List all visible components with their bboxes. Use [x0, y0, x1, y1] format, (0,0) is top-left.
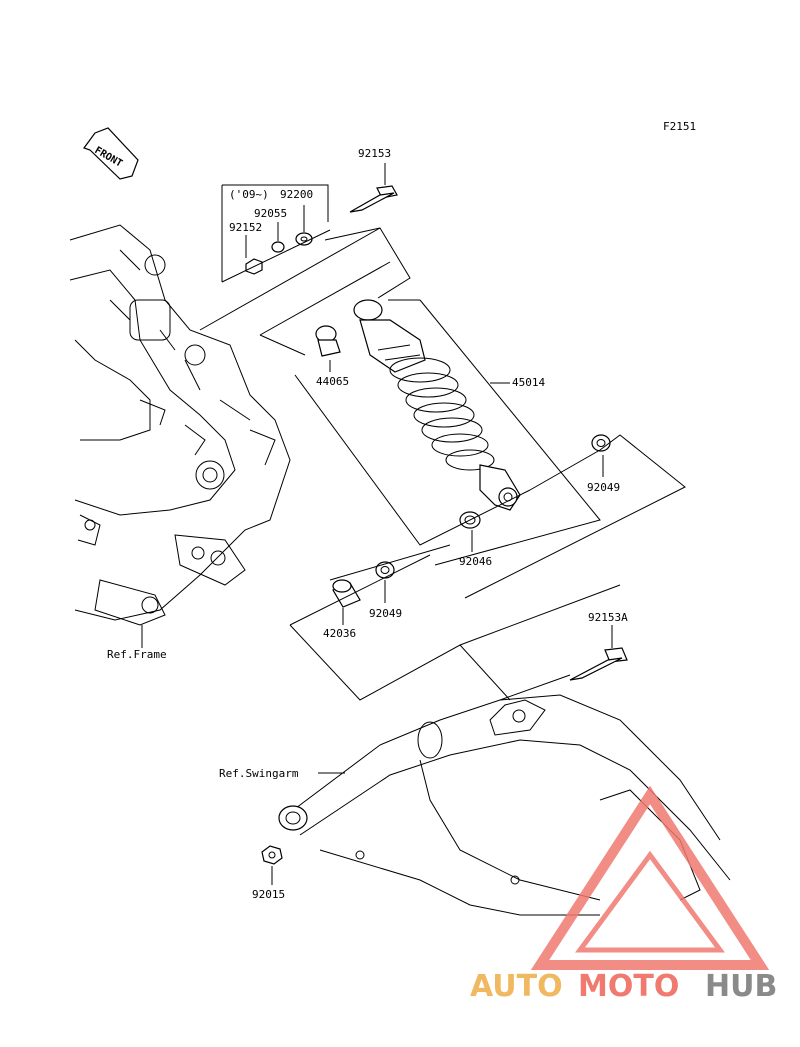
- leader-lines: [199, 163, 686, 885]
- watermark-moto: MOTO: [578, 969, 679, 1004]
- nut-92015: [261, 845, 283, 865]
- label-92046: 92046: [459, 555, 492, 568]
- front-arrow-icon: FRONT: [83, 127, 139, 180]
- bolt-92153: [349, 185, 398, 213]
- ref-frame-label: Ref.Frame: [107, 648, 167, 661]
- bolt-92153A: [569, 647, 628, 681]
- ref-swingarm-label: Ref.Swingarm: [219, 767, 299, 780]
- label-92015: 92015: [252, 888, 285, 901]
- bushing-44065: [315, 325, 341, 357]
- label-92049-upper: 92049: [587, 481, 620, 494]
- label-92152: 92152: [229, 221, 262, 234]
- label-92153: 92153: [358, 147, 391, 160]
- label-42036: 42036: [323, 627, 356, 640]
- label-92049-lower: 92049: [369, 607, 402, 620]
- label-year-note: ('09~): [229, 188, 269, 201]
- label-44065: 44065: [316, 375, 349, 388]
- frame-illustration: [69, 224, 291, 626]
- label-92055: 92055: [254, 207, 287, 220]
- figure-code: F2151: [663, 120, 696, 133]
- swingarm-illustration: [278, 694, 731, 916]
- watermark-auto: AUTO: [470, 969, 563, 1004]
- label-45014: 45014: [512, 376, 545, 389]
- label-92200: 92200: [280, 188, 313, 201]
- washer-92200: [295, 232, 313, 246]
- shock-absorber-45014: [353, 299, 521, 511]
- watermark-logo: AUTO MOTO HUB: [470, 785, 777, 1004]
- label-92153A: 92153A: [588, 611, 628, 624]
- triangle-logo-icon: [530, 785, 770, 970]
- oring-92055: [271, 241, 285, 253]
- watermark-hub: HUB: [705, 969, 777, 1004]
- collar-42036: [332, 579, 361, 608]
- washer-92049-upper: [591, 434, 611, 452]
